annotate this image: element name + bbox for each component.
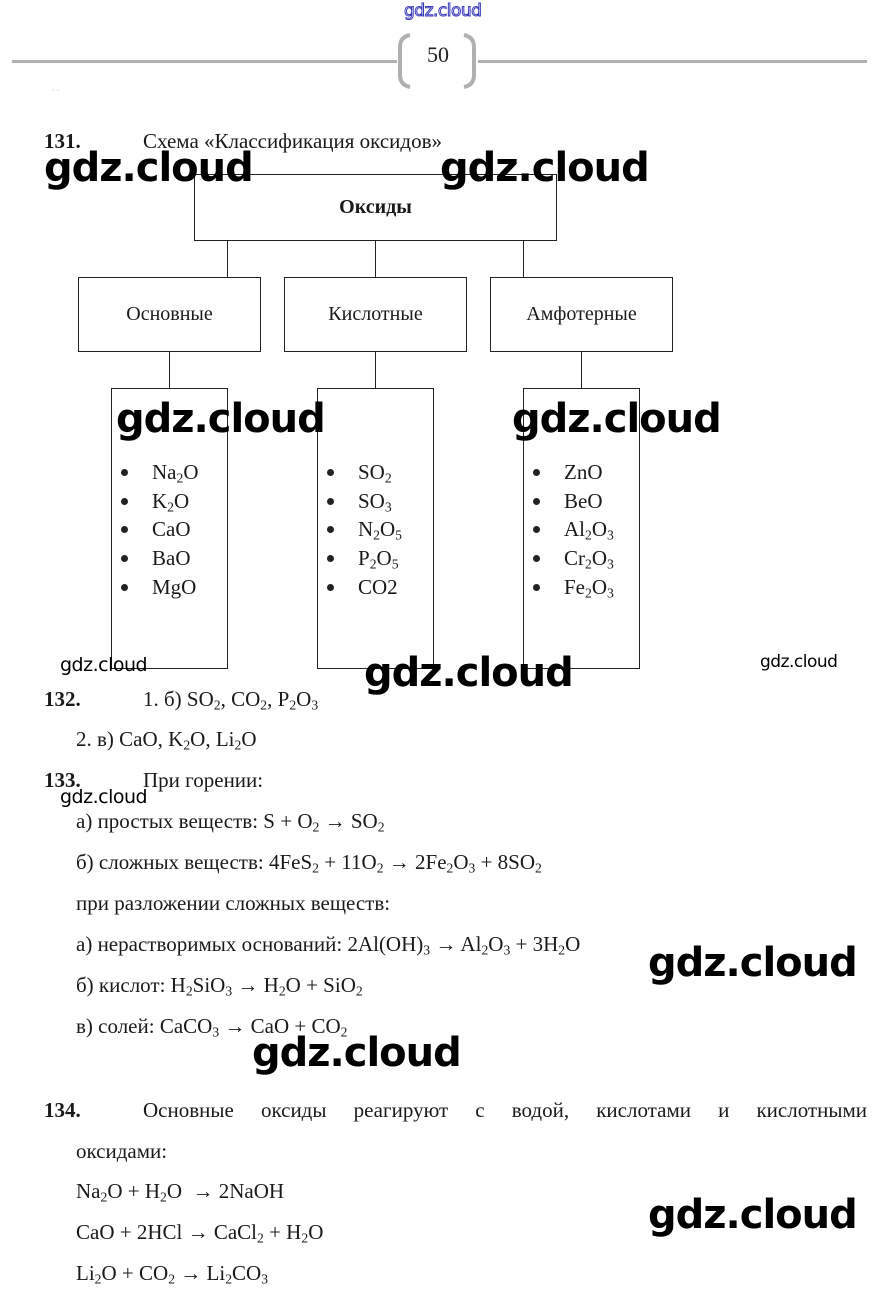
task-134-equation: Na2O + H2O → 2NaOH [76, 1179, 285, 1205]
right-brace [463, 33, 476, 89]
category-box-amphoteric: Амфотерные [490, 277, 673, 352]
oxide-list-item: Cr2O3 [524, 544, 639, 573]
connector-amphoteric-list [581, 351, 582, 388]
category-label-amphoteric: Амфотерные [526, 303, 637, 325]
watermark: gdz.cloud [760, 652, 838, 672]
category-label-basic: Основные [126, 303, 213, 325]
oxide-list-item: N2O5 [318, 515, 433, 544]
task-133-line: а) нерастворимых оснований: 2Al(OH)3 → A… [76, 932, 581, 958]
header-rule-right [478, 60, 867, 63]
oxide-list-item: SO3 [318, 487, 433, 516]
page-number: 50 [427, 42, 449, 67]
task-134-intro-cont: оксидами: [76, 1139, 168, 1163]
oxide-list-item: P2O5 [318, 544, 433, 573]
watermark: gdz.cloud [648, 1192, 858, 1238]
category-box-basic: Основные [78, 277, 261, 352]
task-133-line: при разложении сложных веществ: [76, 891, 391, 915]
task-134-intro: Основные оксиды реагируют с водой, кисло… [143, 1098, 867, 1122]
task-133-line: б) кислот: H2SiO3 → H2O + SiO2 [76, 973, 363, 999]
oxide-list-item: CaO [112, 515, 227, 544]
oxide-list-item: Al2O3 [524, 515, 639, 544]
site-watermark-link[interactable]: gdz.cloud [403, 1, 482, 22]
watermark: gdz.cloud [364, 650, 574, 696]
oxide-list-item: K2O [112, 487, 227, 516]
category-label-acidic: Кислотные [328, 303, 423, 325]
connector-root-acidic [375, 240, 376, 277]
task-133-intro: При горении: [143, 768, 264, 792]
oxide-list-item: MgO [112, 573, 227, 602]
watermark: gdz.cloud [512, 396, 722, 442]
connector-root-basic [227, 240, 228, 277]
task-132-line: 2. в) CaO, K2O, Li2O [76, 727, 257, 753]
task-134-equation: Li2O + CO2 → Li2CO3 [76, 1261, 269, 1287]
oxide-list-item: BeO [524, 487, 639, 516]
header-rule-left [12, 60, 397, 63]
page-number-bracket [398, 33, 476, 89]
watermark: gdz.cloud [440, 145, 650, 191]
task-133-number: 133. [44, 768, 81, 792]
oxide-list-item: CO2 [318, 573, 433, 602]
oxide-list-item: Na2O [112, 458, 227, 487]
left-brace [398, 33, 411, 89]
oxide-list-item: Fe2O3 [524, 573, 639, 602]
task-131-title: Схема «Классификация оксидов» [143, 129, 442, 153]
task-134-number: 134. [44, 1098, 81, 1122]
task-132-line: 1. б) SO2, CO2, P2O3 [143, 687, 319, 713]
diagram-root-label: Оксиды [339, 196, 412, 218]
watermark: gdz.cloud [60, 654, 148, 676]
category-box-acidic: Кислотные [284, 277, 467, 352]
task-134-equation: CaO + 2HCl → CaCl2 + H2O [76, 1220, 324, 1246]
watermark: gdz.cloud [252, 1030, 462, 1076]
oxide-list-item: ZnO [524, 458, 639, 487]
watermark: gdz.cloud [60, 786, 148, 808]
oxide-list-item: SO2 [318, 458, 433, 487]
task-133-line: а) простых веществ: S + O2 → SO2 [76, 809, 385, 835]
watermark: gdz.cloud [648, 940, 858, 986]
connector-root-amphoteric [523, 240, 524, 277]
task-132-number: 132. [44, 687, 81, 711]
task-131-number: 131. [44, 129, 81, 153]
watermark: gdz.cloud [44, 145, 254, 191]
stray-mark: · · [52, 86, 60, 95]
task-133-line: в) солей: CaCO3 → CaO + CO2 [76, 1014, 348, 1040]
watermark: gdz.cloud [116, 396, 326, 442]
connector-acidic-list [375, 351, 376, 388]
oxide-list-item: BaO [112, 544, 227, 573]
connector-basic-list [169, 351, 170, 388]
task-133-line: б) сложных веществ: 4FeS2 + 11O2 → 2Fe2O… [76, 850, 542, 876]
